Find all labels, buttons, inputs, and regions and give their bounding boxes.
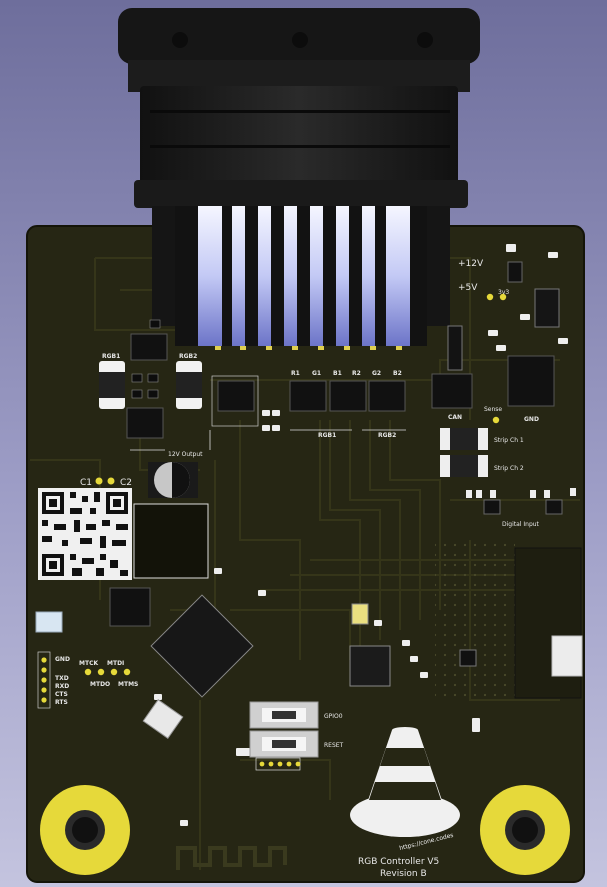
connector-hole-1 <box>172 32 188 48</box>
ic-digital-input-1 <box>483 499 501 515</box>
label-5v: +5V <box>458 283 478 293</box>
inductor-rgb1 <box>99 361 125 409</box>
ic-mosfet-4 <box>368 380 406 412</box>
ic-vreg-small <box>534 288 560 328</box>
label-sense: Sense <box>484 406 502 413</box>
ic-sot-right <box>507 261 523 283</box>
label-b1: B1 <box>333 370 342 377</box>
label-rgb1: RGB1 <box>102 353 120 360</box>
label-rgb2: RGB2 <box>179 353 197 360</box>
label-reset: RESET <box>324 742 344 749</box>
qr-code <box>38 488 132 580</box>
gpio0-button[interactable] <box>249 701 319 729</box>
antenna-trace <box>176 846 287 870</box>
label-rxd: RXD <box>55 683 69 690</box>
small-caps-middle <box>262 410 280 431</box>
cone-logo <box>350 727 460 837</box>
silk-12v-bracket <box>130 430 211 451</box>
ic-regulator-module <box>133 503 209 579</box>
testpoint-3v3 <box>499 293 507 301</box>
testpoint-c1b <box>107 477 115 485</box>
ground-plane <box>514 547 582 699</box>
label-g2: G2 <box>372 370 381 377</box>
reset-button[interactable] <box>249 730 319 758</box>
testpoint-c1a <box>95 477 103 485</box>
connector-hole-3 <box>417 32 433 48</box>
mounting-hole-left <box>40 785 130 875</box>
fuse-strip-ch2 <box>440 455 488 477</box>
label-gnd-right: GND <box>524 416 539 423</box>
antenna-chip <box>142 699 184 739</box>
jtag-testpoints <box>84 668 131 676</box>
automotive-connector <box>118 8 480 346</box>
label-can: CAN <box>448 414 462 421</box>
label-mtdo: MTDO <box>90 681 110 688</box>
testpoint-sense <box>492 416 500 424</box>
label-rts: RTS <box>55 699 68 706</box>
label-g1: G1 <box>312 370 321 377</box>
label-strip-ch1: Strip Ch 1 <box>494 437 524 444</box>
fuse-strip-ch1 <box>440 428 488 450</box>
label-mtms: MTMS <box>118 681 138 688</box>
label-b2: B2 <box>393 370 402 377</box>
label-gnd: GND <box>55 656 70 663</box>
led-indicator <box>35 611 63 633</box>
ic-mosfet-2 <box>289 380 327 412</box>
ic-usb-uart <box>349 645 391 687</box>
ic-driver-top <box>130 333 168 361</box>
label-r1: R1 <box>291 370 300 377</box>
label-strip-ch2: Strip Ch 2 <box>494 465 524 472</box>
label-mtdi: MTDI <box>107 660 124 667</box>
board-title: RGB Controller V5 <box>358 857 439 867</box>
label-12v-output: 12V Output <box>168 451 203 458</box>
ic-mcu-esp32 <box>150 594 254 698</box>
uart-header <box>37 651 51 709</box>
usb-port <box>551 635 583 677</box>
small-parts-right <box>488 244 568 351</box>
testpoint-5v <box>486 293 494 301</box>
small-parts-center <box>154 568 480 826</box>
label-c1: C1 <box>80 478 92 488</box>
silk-mosfet-frame <box>211 375 259 427</box>
ic-driver-bottom <box>126 407 164 439</box>
connector-pins <box>198 206 410 346</box>
label-12v: +12V <box>458 259 484 269</box>
digital-input-circuit <box>466 488 576 498</box>
label-digital-input: Digital Input <box>502 521 540 528</box>
ic-mosfet-3 <box>329 380 367 412</box>
mounting-hole-right <box>480 785 570 875</box>
label-group-rgb2: RGB2 <box>378 432 396 439</box>
ic-digital-input-2 <box>545 499 563 515</box>
inductor-rgb2 <box>176 361 202 409</box>
board-revision: Revision B <box>380 869 427 879</box>
can-choke <box>447 325 463 371</box>
ic-vreg-dpak <box>507 355 555 407</box>
electrolytic-capacitor <box>148 462 198 498</box>
connector-hole-2 <box>292 32 308 48</box>
label-cts: CTS <box>55 691 68 698</box>
label-mtck: MTCK <box>79 660 98 667</box>
via-field <box>435 540 515 700</box>
ic-sot-mid <box>459 649 477 667</box>
label-r2: R2 <box>352 370 361 377</box>
label-gpio0: GPIO0 <box>324 713 343 720</box>
label-3v3: 3v3 <box>498 289 509 296</box>
ic-eeprom <box>109 587 151 627</box>
prog-header <box>255 757 301 771</box>
label-group-rgb1: RGB1 <box>318 432 336 439</box>
crystal <box>351 603 369 625</box>
connector-pin-pads <box>215 346 402 350</box>
ic-can-transceiver <box>431 373 473 409</box>
label-txd: TXD <box>55 675 69 682</box>
label-c2: C2 <box>120 478 132 488</box>
ic-mosfet-1 <box>217 380 255 412</box>
small-parts-left <box>131 319 161 399</box>
